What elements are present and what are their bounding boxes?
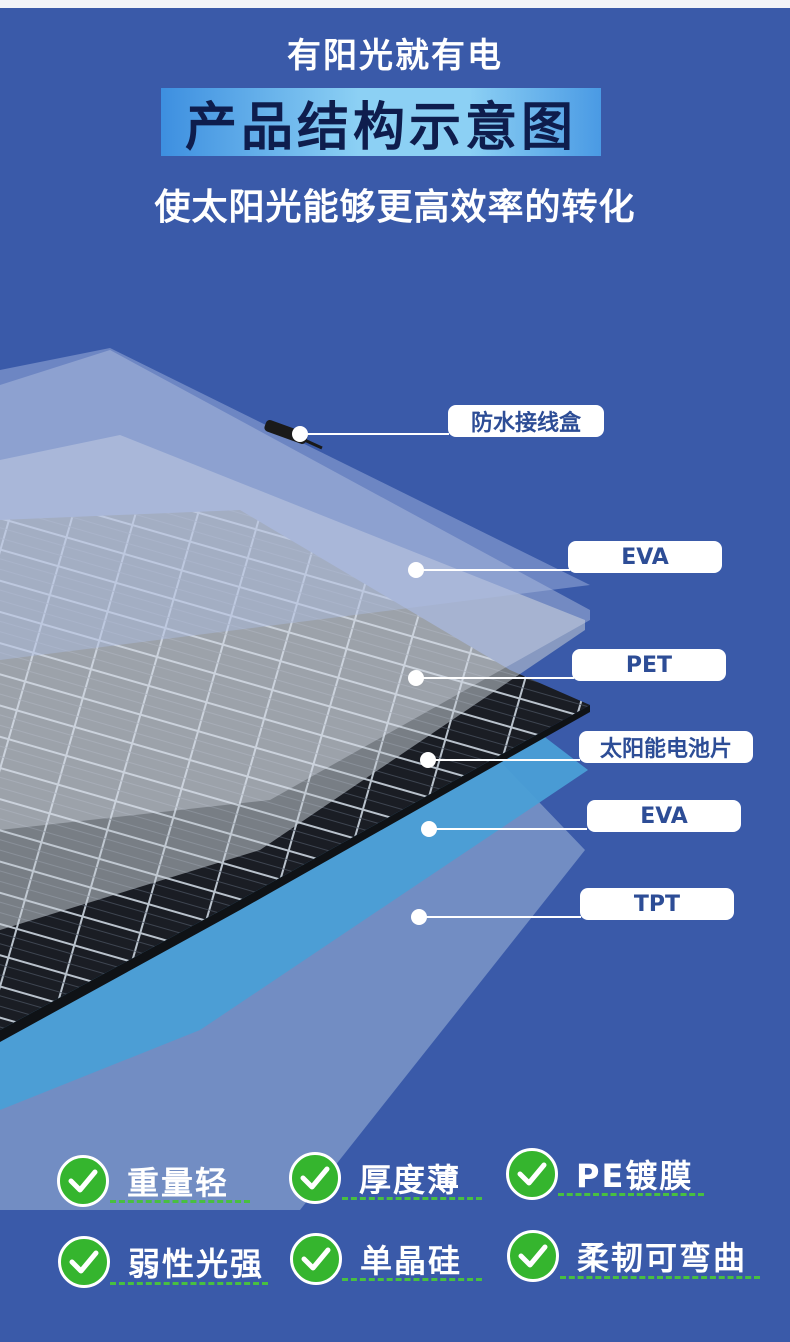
check-icon	[58, 1236, 110, 1288]
feature-underline	[342, 1278, 482, 1281]
check-icon	[57, 1155, 109, 1207]
callout-dot	[408, 562, 424, 578]
feature-item: PE镀膜	[506, 1148, 693, 1200]
feature-label: 柔韧可弯曲	[577, 1239, 748, 1277]
layer-label-text: EVA	[640, 803, 688, 829]
subtitle: 使太阳光能够更高效率的转化	[154, 187, 636, 228]
callout-dot	[420, 752, 436, 768]
layer-label-text: PET	[625, 652, 673, 678]
layer-label-eva-lower: EVA	[587, 800, 741, 832]
check-icon	[506, 1148, 558, 1200]
slogan: 有阳光就有电	[287, 36, 503, 76]
feature-label: 弱性光强	[128, 1245, 265, 1283]
panel-layers-illustration	[0, 348, 590, 1210]
layer-label-junction-box: 防水接线盒	[448, 405, 604, 437]
eva-upper-layer	[0, 350, 590, 830]
layer-label-text: 太阳能电池片	[599, 737, 732, 762]
check-icon	[507, 1230, 559, 1282]
feature-item: 弱性光强	[58, 1236, 264, 1288]
pet-layer	[0, 435, 585, 930]
feature-underline	[558, 1193, 704, 1196]
feature-underline	[110, 1282, 268, 1285]
layer-label-pet: PET	[572, 649, 726, 681]
feature-underline	[560, 1276, 760, 1279]
callout-line	[422, 569, 570, 571]
top-strip	[0, 0, 790, 8]
callout-line	[306, 433, 449, 435]
layer-label-text: EVA	[621, 544, 669, 570]
layer-label-text: TPT	[633, 891, 681, 917]
front-sheet-layer	[0, 348, 590, 660]
layer-label-solar-cells: 太阳能电池片	[579, 731, 753, 763]
feature-label: 重量轻	[127, 1164, 230, 1202]
feature-underline	[110, 1200, 250, 1203]
layer-label-eva-upper: EVA	[568, 541, 722, 573]
page-title: 产品结构示意图	[184, 97, 577, 158]
callout-line	[422, 677, 574, 679]
callout-dot	[421, 821, 437, 837]
feature-label: 厚度薄	[359, 1161, 462, 1199]
feature-item: 柔韧可弯曲	[507, 1230, 747, 1282]
title-banner: 产品结构示意图	[161, 88, 601, 158]
callout-line	[434, 759, 580, 761]
feature-item: 重量轻	[57, 1155, 229, 1207]
callout-dot	[411, 909, 427, 925]
feature-label: PE镀膜	[576, 1157, 694, 1195]
check-icon	[290, 1233, 342, 1285]
callout-line	[425, 916, 581, 918]
feature-item: 厚度薄	[289, 1152, 461, 1204]
layer-label-tpt: TPT	[580, 888, 734, 920]
layer-label-text: 防水接线盒	[470, 411, 581, 436]
check-icon	[289, 1152, 341, 1204]
callout-dot	[292, 426, 308, 442]
callout-dot	[408, 670, 424, 686]
feature-underline	[342, 1197, 482, 1200]
solar-cell-edge	[0, 705, 590, 1042]
feature-item: 单晶硅	[290, 1233, 462, 1285]
feature-label: 单晶硅	[360, 1242, 463, 1280]
callout-line	[435, 828, 587, 830]
